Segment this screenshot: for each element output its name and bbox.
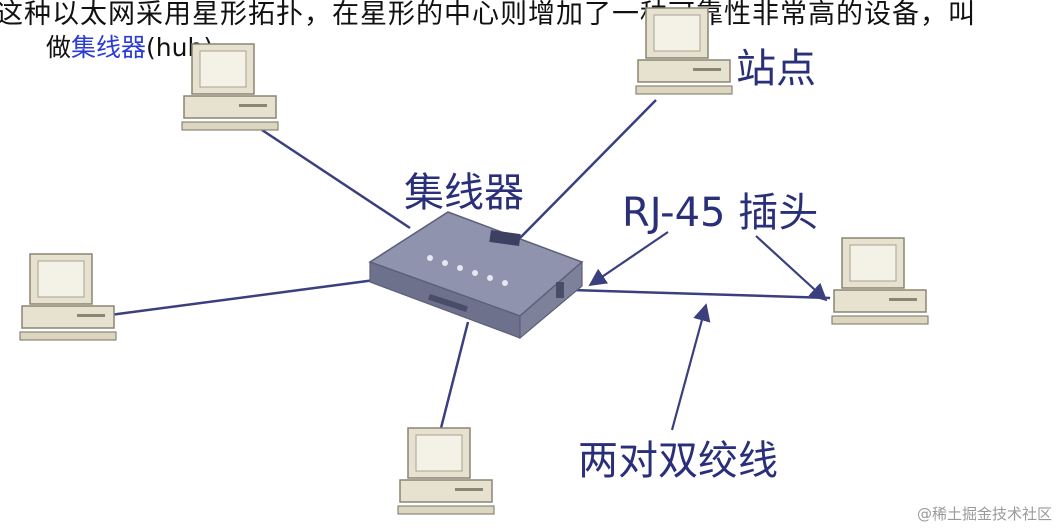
computer-left-icon <box>19 253 117 341</box>
hub-device <box>368 211 584 340</box>
computer-top-right-icon <box>635 7 733 95</box>
cables <box>109 99 831 433</box>
computer-bottom-icon <box>397 427 495 515</box>
cable-right <box>571 288 831 300</box>
station-label: 站点 <box>736 46 816 92</box>
cable-top-left <box>261 128 411 230</box>
cable-top-right <box>517 99 657 241</box>
watermark: @稀土掘金技术社区 <box>916 505 1052 523</box>
hub-term-highlight: 集线器 <box>71 33 147 62</box>
rj45-arrow-to-station <box>755 235 828 302</box>
twisted-pair-arrow <box>670 303 711 431</box>
intro-line-2: 做集线器(hub) <box>46 33 214 62</box>
hub-label: 集线器 <box>404 170 524 216</box>
twisted-pair-label: 两对双绞线 <box>578 438 778 484</box>
computer-right-icon <box>831 237 929 325</box>
cable-left <box>109 278 376 317</box>
computer-top-left-icon <box>181 43 279 131</box>
rj45-label: RJ-45 插头 <box>622 190 819 236</box>
cable-bottom <box>438 321 470 433</box>
rj45-arrow-to-hub <box>588 231 669 286</box>
intro-line-1: 这种以太网采用星形拓扑，在星形的中心则增加了一种可靠性非常高的设备，叫 <box>0 0 976 30</box>
